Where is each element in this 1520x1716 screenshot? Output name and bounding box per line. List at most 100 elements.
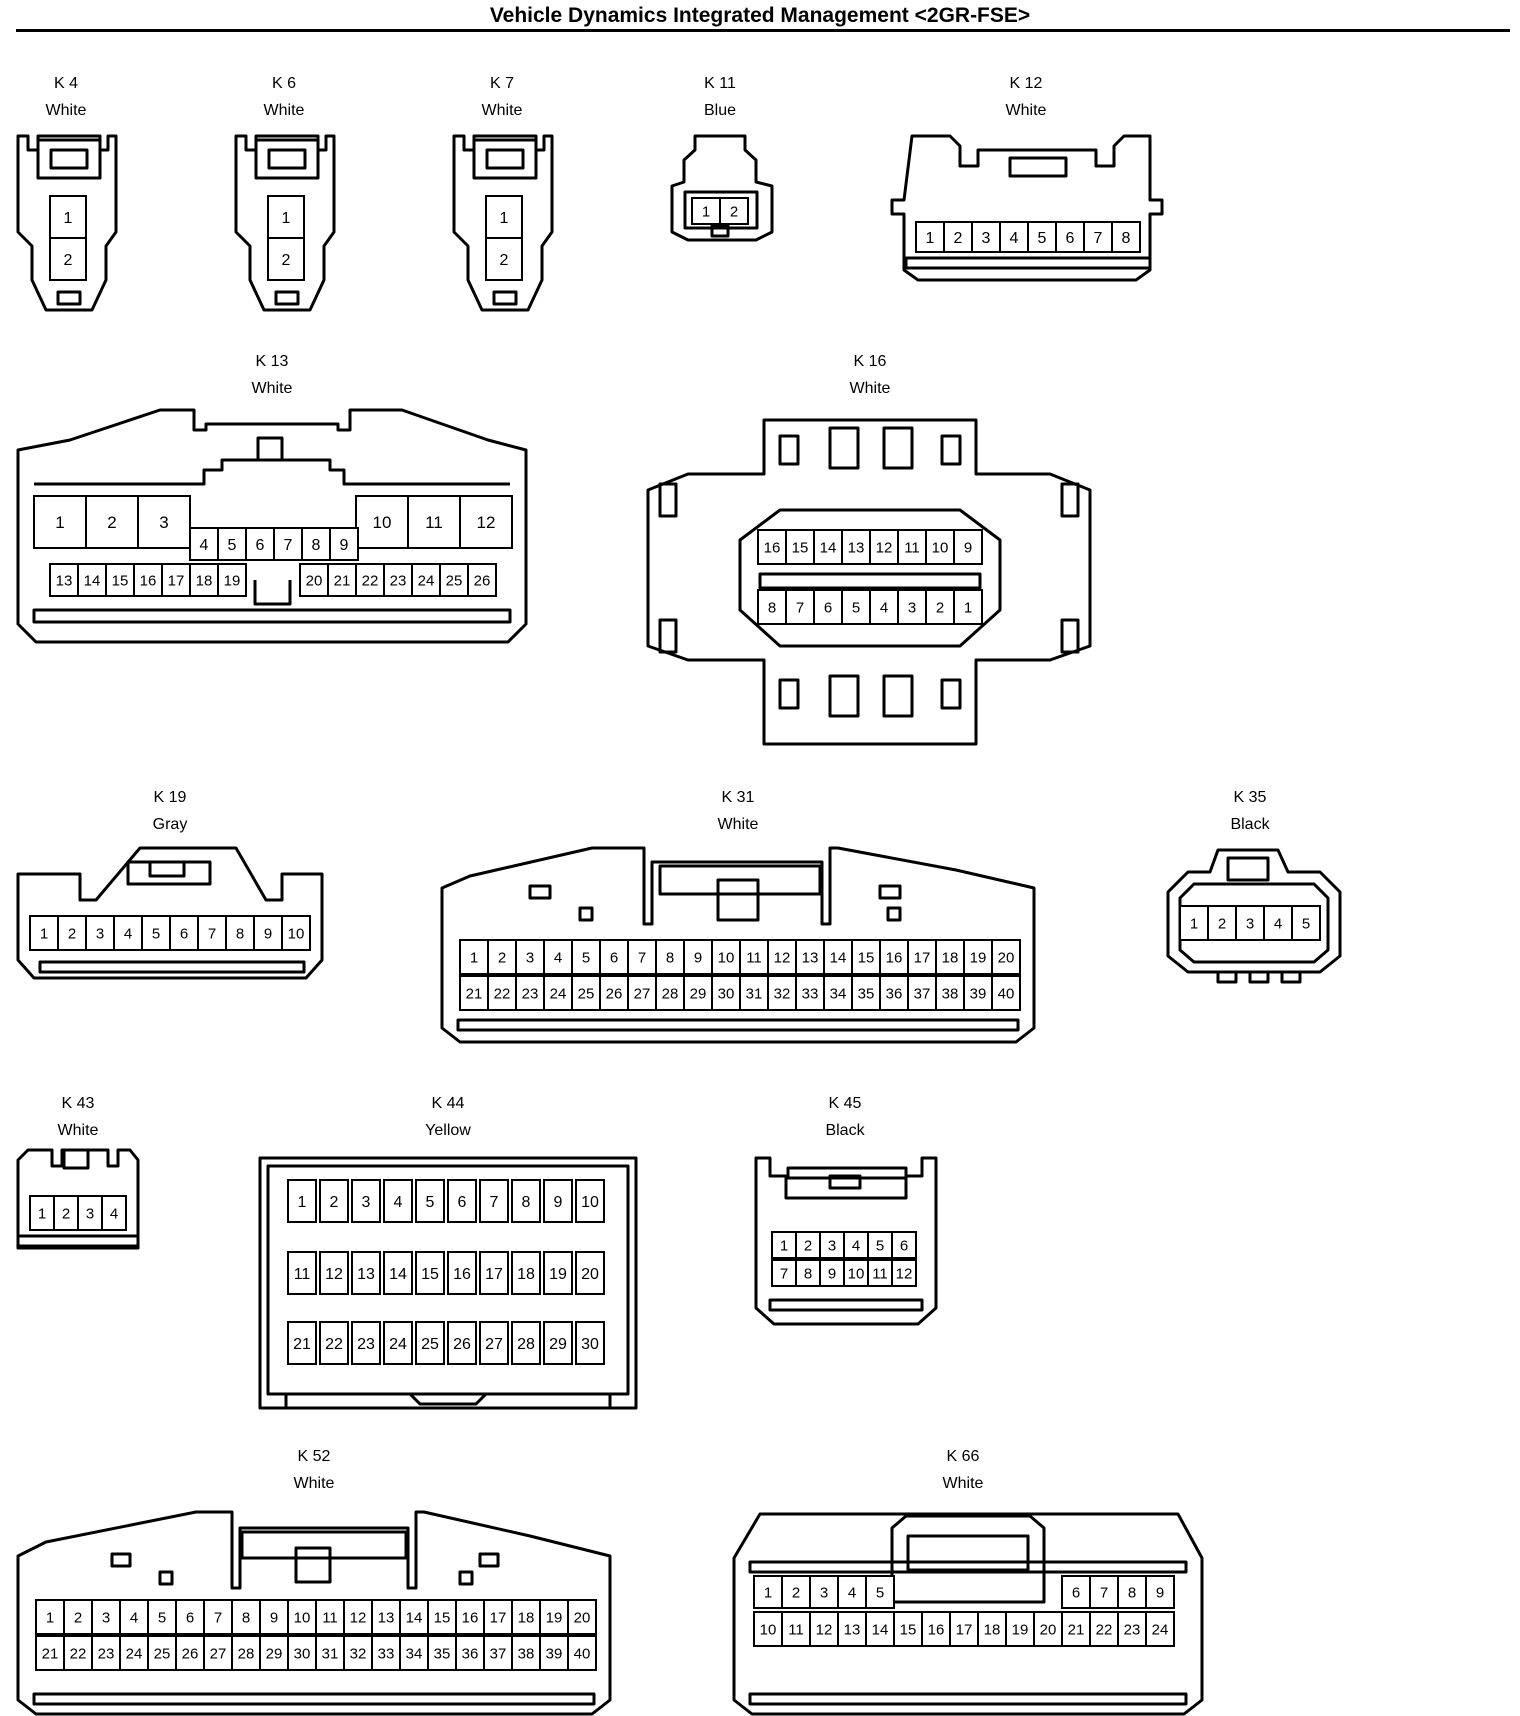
pin-cell — [319, 1251, 349, 1295]
pin-number: 2 — [107, 513, 116, 532]
connector-color: White — [45, 102, 87, 119]
pin-number: 24 — [126, 1645, 143, 1662]
pin-number: 22 — [325, 1336, 343, 1353]
pin-cell — [543, 1179, 573, 1223]
pin-cell — [35, 1635, 65, 1671]
pin-number: 34 — [406, 1645, 423, 1662]
pin-cell — [869, 529, 899, 565]
pin-cell — [455, 1635, 485, 1671]
pin-cell — [771, 1259, 797, 1287]
pin-cell — [925, 529, 955, 565]
connector-color: Black — [825, 1122, 865, 1139]
connector-id: K 7 — [489, 75, 514, 92]
pin-number: 16 — [886, 949, 903, 966]
pin-number: 4 — [124, 925, 132, 942]
pin-number: 3 — [908, 599, 916, 616]
connector-id: K 6 — [271, 75, 296, 92]
pin-number: 12 — [896, 1265, 913, 1282]
pin-cell — [315, 1635, 345, 1671]
pin-cell — [781, 1575, 811, 1609]
pin-number: 18 — [196, 572, 213, 589]
pin-cell — [543, 1251, 573, 1295]
pin-number: 1 — [282, 210, 291, 227]
connector-id: K 13 — [255, 353, 289, 370]
pin-number: 13 — [848, 539, 865, 556]
pin-cell — [287, 1321, 317, 1365]
pin-number: 21 — [334, 572, 351, 589]
pin-cell — [1145, 1611, 1175, 1647]
pin-cell — [1061, 1611, 1091, 1647]
pin-cell — [511, 1635, 541, 1671]
pin-number: 5 — [852, 599, 860, 616]
pin-cell — [655, 939, 685, 975]
pin-number: 30 — [718, 985, 735, 1002]
pin-number: 2 — [64, 252, 73, 269]
pin-cell — [147, 1635, 177, 1671]
pin-cell — [49, 237, 87, 281]
pin-cell — [203, 1599, 233, 1635]
pin-number: 1 — [780, 1237, 788, 1254]
pin-number: 28 — [238, 1645, 255, 1662]
pin-cell — [77, 1195, 103, 1231]
pin-number: 4 — [848, 1584, 856, 1601]
pin-number: 25 — [578, 985, 595, 1002]
connector-body-k12 — [890, 134, 1164, 282]
pin-number: 7 — [796, 599, 804, 616]
pin-cell — [739, 939, 769, 975]
pin-cell — [287, 1179, 317, 1223]
pin-number: 8 — [312, 537, 321, 554]
pin-cell — [63, 1599, 93, 1635]
pin-cell — [771, 1231, 797, 1259]
pin-number: 4 — [880, 599, 888, 616]
pin-cell — [567, 1635, 597, 1671]
pin-number: 31 — [322, 1645, 339, 1662]
pin-number: 28 — [517, 1336, 535, 1353]
pin-cell — [819, 1259, 845, 1287]
pin-cell — [571, 939, 601, 975]
pin-cell — [543, 1321, 573, 1365]
pin-number: 12 — [876, 539, 893, 556]
connector-body-k13 — [16, 408, 528, 644]
pin-number: 7 — [1100, 1584, 1108, 1601]
pin-cell — [415, 1179, 445, 1223]
pin-cell — [719, 197, 749, 225]
pin-number: 1 — [964, 599, 972, 616]
connector-body-k66 — [732, 1512, 1204, 1716]
pin-number: 34 — [830, 985, 847, 1002]
pin-cell — [459, 975, 489, 1011]
pin-number: 8 — [1128, 1584, 1136, 1601]
pin-number: 6 — [186, 1609, 194, 1626]
pin-number: 1 — [55, 513, 64, 532]
connector-id: K 52 — [297, 1448, 331, 1465]
pin-number: 4 — [130, 1609, 138, 1626]
pin-number: 36 — [462, 1645, 479, 1662]
pin-cell — [851, 975, 881, 1011]
pin-number: 20 — [998, 949, 1015, 966]
pin-cell — [843, 1231, 869, 1259]
connector-id: K 44 — [431, 1095, 465, 1112]
pin-number: 8 — [804, 1265, 812, 1282]
pin-cell — [921, 1611, 951, 1647]
pin-number: 23 — [357, 1336, 375, 1353]
pin-cell — [567, 1599, 597, 1635]
pin-cell — [963, 975, 993, 1011]
pin-number: 11 — [788, 1621, 804, 1638]
connector-color: White — [57, 1122, 99, 1139]
pin-number: 4 — [852, 1237, 860, 1254]
pin-number: 33 — [802, 985, 819, 1002]
pin-number: 17 — [956, 1621, 973, 1638]
pin-number: 2 — [74, 1609, 82, 1626]
pin-number: 11 — [872, 1265, 888, 1282]
pin-number: 13 — [56, 572, 73, 589]
pin-cell — [91, 1599, 121, 1635]
pin-number: 36 — [886, 985, 903, 1002]
pin-cell — [575, 1179, 605, 1223]
pin-number: 13 — [357, 1266, 375, 1283]
pin-number: 1 — [40, 925, 48, 942]
pin-cell — [711, 975, 741, 1011]
pin-number: 29 — [266, 1645, 283, 1662]
pin-number: 5 — [158, 1609, 166, 1626]
pin-cell — [575, 1321, 605, 1365]
